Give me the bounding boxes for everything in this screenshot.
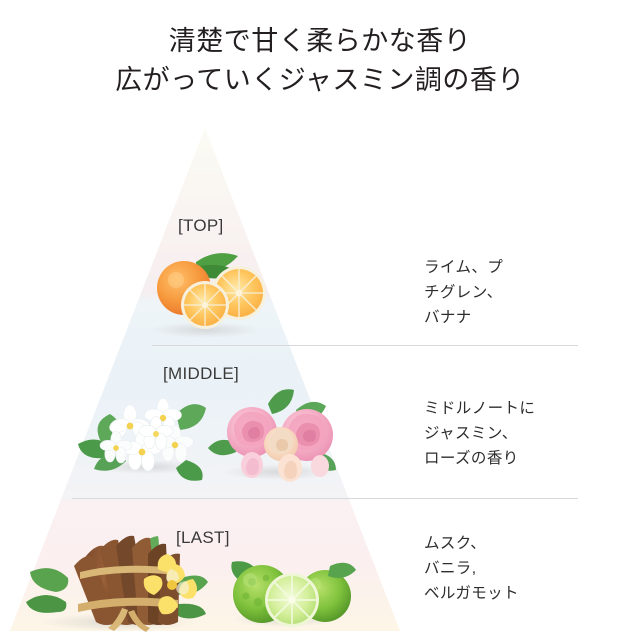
note-description-top: ライム、プ チグレン、 バナナ xyxy=(424,259,504,326)
art-vanilla-bean-bundle xyxy=(26,535,208,632)
pyramid-body xyxy=(10,128,400,631)
note-description-last: ムスク、 バニラ, ベルガモット xyxy=(424,535,519,602)
page-title: 清楚で甘く柔らかな香り 広がっていくジャスミン調の香り xyxy=(0,22,640,100)
page-title-line-1: 清楚で甘く柔らかな香り xyxy=(168,26,472,56)
page-title-line-2: 広がっていくジャスミン調の香り xyxy=(115,65,525,95)
art-pink-rose xyxy=(208,389,336,482)
note-description-middle: ミドルノートに ジャスミン、 ローズの香り xyxy=(424,400,536,467)
art-bergamot-lime xyxy=(231,561,356,627)
art-plumeria-flower xyxy=(143,554,197,615)
art-orange-fruit xyxy=(149,253,266,338)
tier-label-last: [LAST] xyxy=(176,528,230,547)
divider-middle-last xyxy=(72,498,578,499)
tier-label-top: [TOP] xyxy=(178,216,224,235)
art-jasmine-flower xyxy=(78,398,206,481)
tier-label-middle: [MIDDLE] xyxy=(163,364,240,383)
divider-top-middle xyxy=(152,345,578,346)
